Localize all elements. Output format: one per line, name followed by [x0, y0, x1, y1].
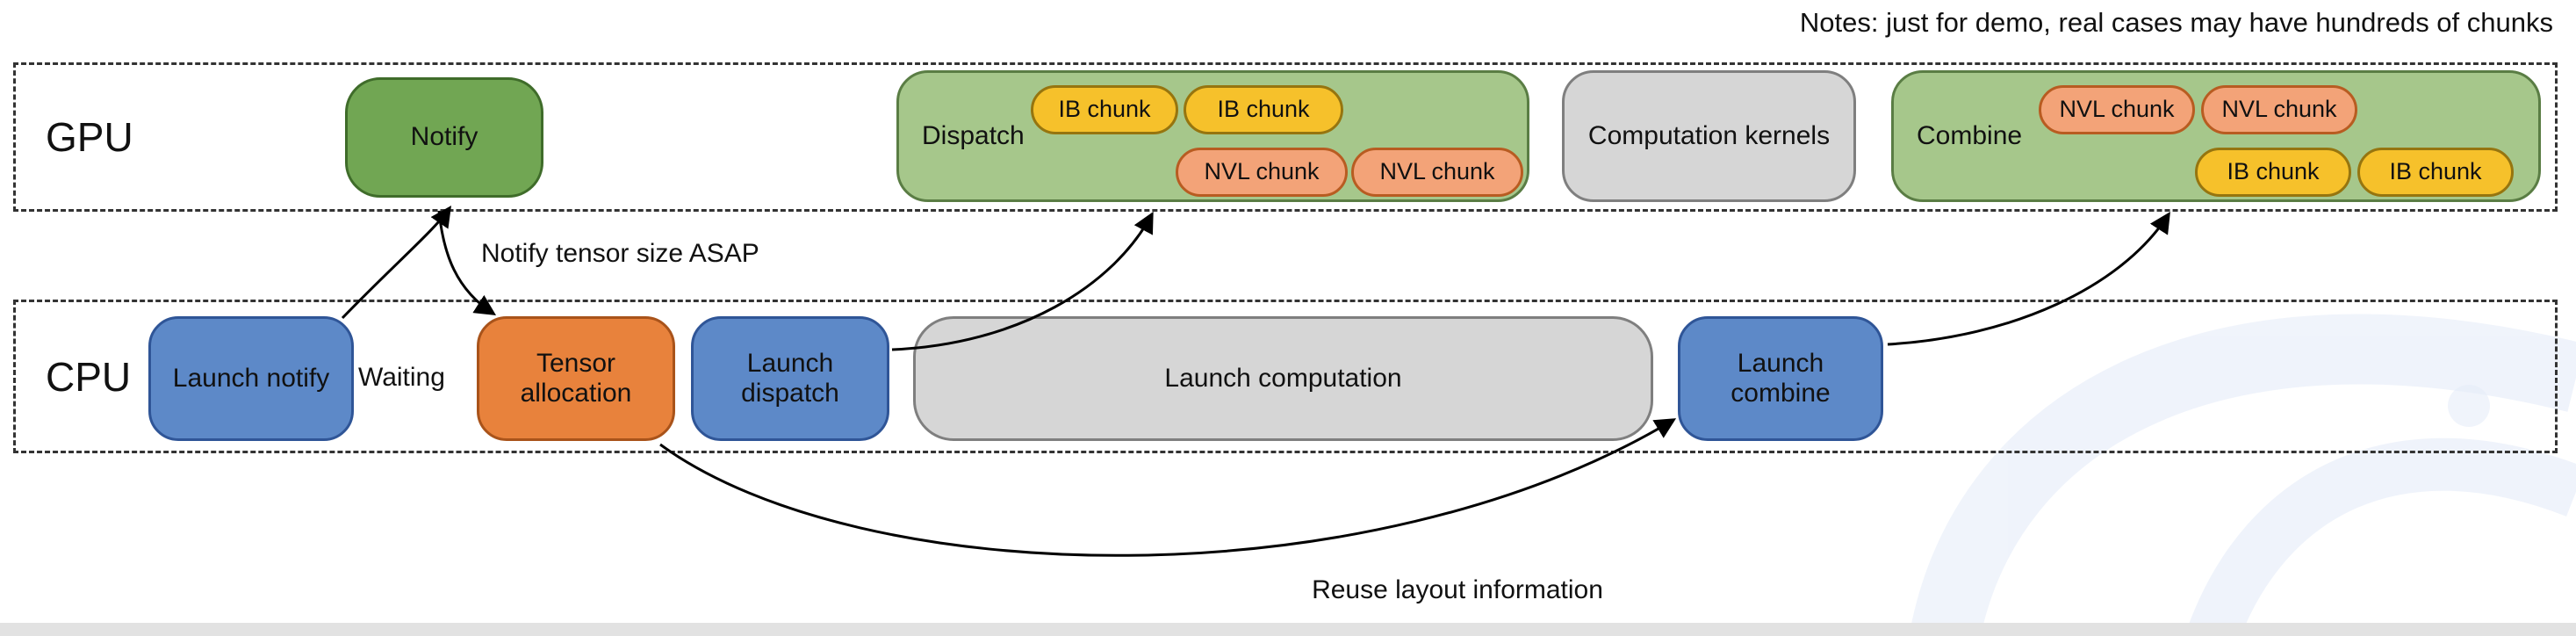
combine-label: Combine	[1917, 120, 2023, 150]
dispatch-block: Dispatch IB chunk IB chunk NVL chunk NVL…	[896, 70, 1529, 202]
launch-computation-label: Launch computation	[1164, 363, 1402, 393]
launch-dispatch-label: Launch dispatch	[741, 348, 839, 408]
notify-tensor-size-annotation: Notify tensor size ASAP	[481, 239, 759, 268]
chunk-label: IB chunk	[2227, 158, 2320, 185]
watermark-arc-small	[2187, 437, 2576, 636]
dispatch-nvl-chunk-1: NVL chunk	[1176, 148, 1348, 197]
combine-block: Combine NVL chunk NVL chunk IB chunk IB …	[1891, 70, 2541, 202]
combine-nvl-chunk-2: NVL chunk	[2201, 85, 2357, 134]
chunk-label: IB chunk	[1058, 96, 1151, 123]
launch-combine-block: Launch combine	[1678, 316, 1883, 441]
notify-label: Notify	[410, 122, 479, 152]
computation-kernels-label: Computation kernels	[1587, 120, 1831, 150]
chunk-label: IB chunk	[1217, 96, 1310, 123]
launch-combine-label: Launch combine	[1731, 348, 1831, 408]
computation-kernels-block: Computation kernels	[1562, 70, 1856, 202]
bottom-strip	[0, 623, 2576, 636]
notify-block: Notify	[345, 77, 543, 198]
gpu-lane: GPU	[13, 62, 2558, 212]
combine-nvl-chunk-1: NVL chunk	[2039, 85, 2195, 134]
waiting-annotation: Waiting	[358, 363, 445, 392]
launch-notify-label: Launch notify	[172, 363, 330, 393]
chunk-label: NVL chunk	[1204, 158, 1320, 185]
tensor-allocation-label: Tensor allocation	[520, 348, 632, 408]
combine-ib-chunk-1: IB chunk	[2195, 148, 2351, 197]
dispatch-nvl-chunk-2: NVL chunk	[1351, 148, 1523, 197]
reuse-layout-annotation: Reuse layout information	[1312, 575, 1603, 604]
dispatch-label: Dispatch	[922, 120, 1025, 150]
gpu-lane-label: GPU	[46, 114, 133, 160]
chunk-label: NVL chunk	[1379, 158, 1495, 185]
launch-dispatch-block: Launch dispatch	[691, 316, 889, 441]
combine-ib-chunk-2: IB chunk	[2357, 148, 2514, 197]
chunk-label: NVL chunk	[2059, 96, 2175, 123]
cpu-lane-label: CPU	[46, 353, 132, 400]
tensor-allocation-block: Tensor allocation	[477, 316, 675, 441]
launch-notify-block: Launch notify	[148, 316, 354, 441]
demo-note: Notes: just for demo, real cases may hav…	[1799, 7, 2553, 38]
dispatch-ib-chunk-1: IB chunk	[1031, 85, 1178, 134]
launch-computation-block: Launch computation	[913, 316, 1653, 441]
dispatch-ib-chunk-2: IB chunk	[1184, 85, 1343, 134]
chunk-label: NVL chunk	[2221, 96, 2337, 123]
chunk-label: IB chunk	[2389, 158, 2482, 185]
